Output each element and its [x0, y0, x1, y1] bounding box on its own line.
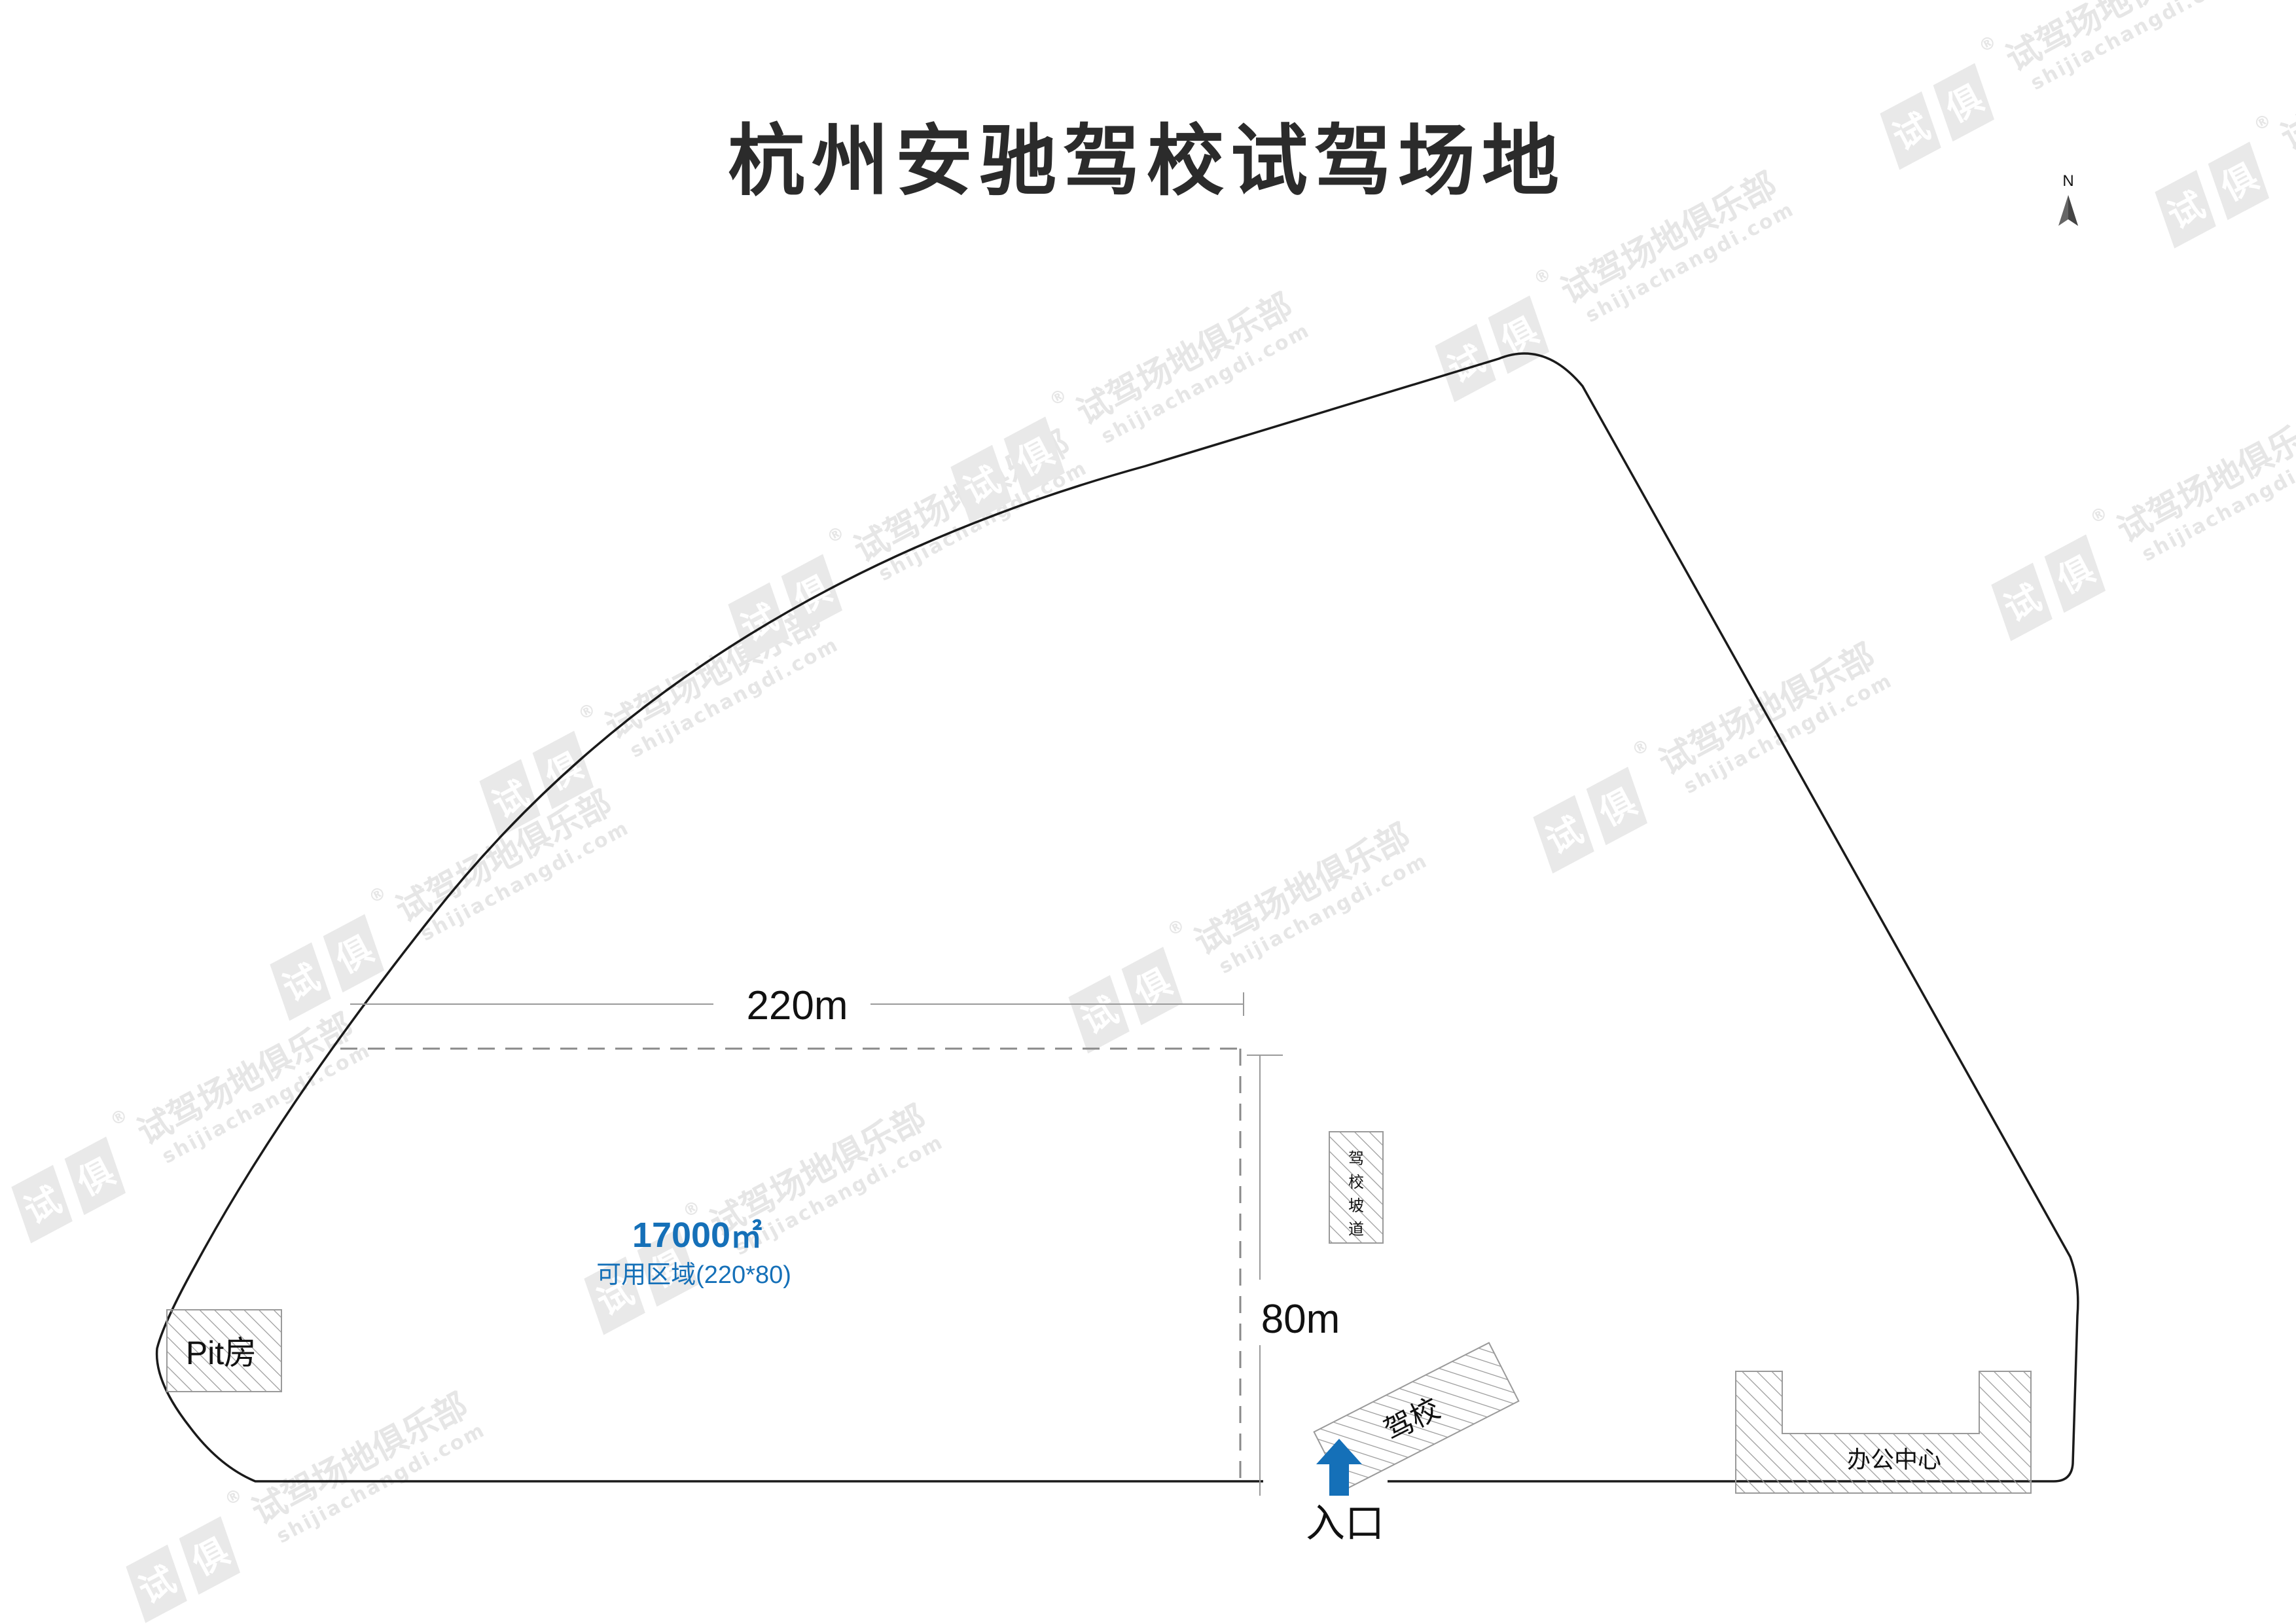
driving-school-building: 驾校 — [1313, 1342, 1520, 1491]
watermark-logo: 试俱 — [1880, 63, 1995, 170]
watermark-registered: ® — [824, 522, 850, 548]
watermark-registered: ® — [1976, 31, 2002, 57]
watermark-logo: 试俱 — [1533, 767, 1648, 874]
watermark-logo: 试俱 — [479, 731, 594, 838]
compass-label: N — [2062, 172, 2073, 190]
driving-school-ramp: 驾 校 坡 道 — [1329, 1131, 1384, 1244]
ramp-char-4: 道 — [1348, 1221, 1364, 1238]
ramp-char-1: 驾 — [1348, 1150, 1364, 1168]
office-center: 办公中心 — [1735, 1371, 2032, 1494]
watermark-logo: 试俱 — [126, 1516, 241, 1623]
watermark-registered: ® — [366, 882, 392, 908]
watermark-logo: 试俱 — [11, 1136, 126, 1244]
area-description: 可用区域(220*80) — [596, 1261, 791, 1289]
area-value: 17000㎡ — [632, 1216, 762, 1255]
watermark-logo: 试俱 — [1068, 947, 1183, 1054]
height-dimension: 80m — [1247, 1055, 1340, 1496]
watermark-registered: ® — [107, 1104, 134, 1130]
height-label: 80m — [1261, 1297, 1340, 1342]
site-boundary — [155, 352, 2079, 1483]
entrance-label: 入口 — [1306, 1502, 1384, 1545]
page-title: 杭州安驰驾校试驾场地 — [728, 116, 1566, 206]
ramp-char-3: 坡 — [1348, 1197, 1364, 1215]
watermark-registered: ® — [2251, 109, 2277, 135]
watermark-registered: ® — [575, 698, 601, 725]
usable-area-rect — [340, 1047, 1242, 1481]
watermark-logo: 试俱 — [728, 554, 843, 661]
width-label: 220m — [746, 983, 848, 1028]
watermark-logo: 试俱 — [950, 416, 1066, 524]
watermark-logo: 试俱 — [2155, 141, 2270, 249]
watermark-registered: ® — [1629, 734, 1655, 761]
entrance-arrow-icon — [1316, 1439, 1362, 1496]
watermark-logo: 试俱 — [1991, 534, 2106, 641]
watermark-brand: 试驾场地俱乐部 — [2274, 11, 2296, 158]
watermark-registered: ® — [1164, 914, 1191, 941]
compass: N — [2058, 172, 2078, 226]
watermark-registered: ® — [222, 1484, 248, 1510]
entrance: 入口 — [1306, 1439, 1384, 1545]
ramp-char-2: 校 — [1348, 1174, 1364, 1191]
watermark-registered: ® — [2087, 502, 2113, 528]
width-dimension: 220m — [350, 983, 1244, 1028]
watermark-registered: ® — [1047, 384, 1073, 410]
watermark-logo: 试俱 — [584, 1228, 699, 1335]
area-number: 17000 — [632, 1216, 730, 1255]
pit-house-label: Pit房 — [186, 1335, 257, 1371]
pit-house: Pit房 — [166, 1309, 282, 1392]
watermark-logo: 试俱 — [1435, 295, 1550, 403]
area-unit: ㎡ — [730, 1219, 762, 1254]
watermark-logo: 试俱 — [270, 914, 385, 1021]
watermark-registered: ® — [1531, 263, 1557, 289]
office-center-label: 办公中心 — [1847, 1446, 1941, 1473]
